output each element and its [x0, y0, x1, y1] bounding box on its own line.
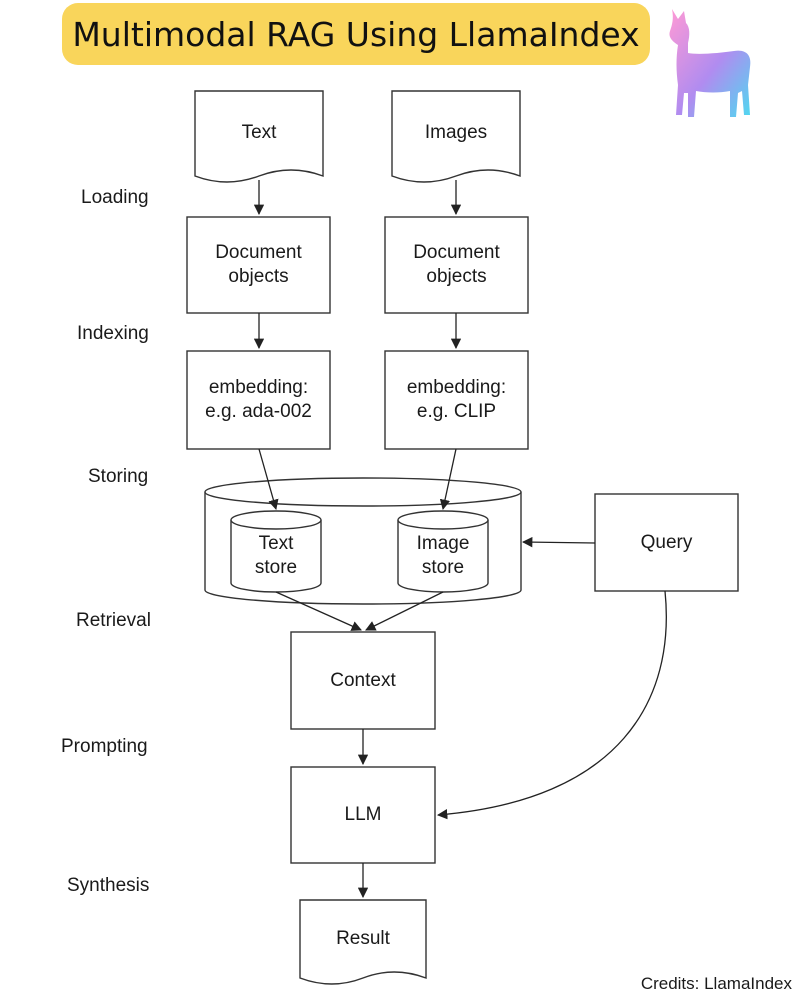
text-store-line2: store — [254, 557, 298, 578]
edge-imagestore-to-context — [365, 591, 444, 631]
image-store-cylinder-top — [397, 510, 489, 530]
doc-left-line2: objects — [228, 266, 289, 287]
text-store-label: Text store — [231, 530, 321, 582]
embedding-right-label: embedding: e.g. CLIP — [385, 351, 528, 449]
images-document-shape — [391, 90, 521, 183]
images-node-label: Images — [392, 100, 520, 166]
query-box — [594, 493, 739, 592]
image-store-line1: Image — [416, 533, 470, 554]
edge-query-to-llm — [436, 590, 667, 820]
embedding-left-box — [186, 350, 331, 450]
query-label: Query — [640, 531, 693, 553]
stage-storing: Storing — [88, 466, 149, 487]
result-label: Result — [336, 928, 390, 949]
image-store-line2: store — [421, 557, 465, 578]
stage-prompting: Prompting — [61, 736, 148, 757]
emb-right-line2: e.g. CLIP — [416, 401, 497, 422]
image-store-label: Image store — [398, 530, 488, 582]
doc-right-line1: Document — [413, 242, 500, 263]
stage-retrieval: Retrieval — [76, 610, 151, 631]
doc-objects-left-label: Document objects — [187, 217, 330, 313]
doc-right-line2: objects — [426, 266, 487, 287]
llama-icon — [669, 9, 751, 117]
stage-indexing: Indexing — [77, 323, 149, 344]
context-box — [290, 631, 436, 730]
text-document-shape — [194, 90, 324, 183]
edge-emb-to-textstore — [258, 448, 279, 511]
text-node-label: Text — [195, 100, 323, 166]
text-store-cylinder-top — [230, 510, 322, 530]
emb-left-line2: e.g. ada-002 — [205, 401, 312, 422]
text-node-text: Text — [241, 122, 277, 143]
context-label: Context — [330, 669, 396, 691]
llm-box — [290, 766, 436, 864]
stage-synthesis: Synthesis — [67, 875, 150, 896]
doc-objects-right-box — [384, 216, 529, 314]
edge-emb-to-imagestore — [439, 448, 457, 511]
edge-query-to-store — [521, 536, 596, 548]
edge-textstore-to-context — [275, 591, 362, 631]
doc-objects-left-box — [186, 216, 331, 314]
doc-objects-right-label: Document objects — [385, 217, 528, 313]
text-store-line1: Text — [258, 533, 294, 554]
result-document-shape — [299, 899, 427, 985]
doc-left-line1: Document — [215, 242, 302, 263]
embedding-right-box — [384, 350, 529, 450]
stage-loading: Loading — [81, 187, 149, 208]
emb-right-line1: embedding: — [406, 377, 507, 398]
images-node-text: Images — [424, 122, 488, 143]
emb-left-line1: embedding: — [208, 377, 309, 398]
credits-text: Credits: LlamaIndex — [640, 974, 792, 993]
vector-store-cylinder-top — [204, 477, 522, 507]
embedding-left-label: embedding: e.g. ada-002 — [187, 351, 330, 449]
page-title: Multimodal RAG Using LlamaIndex — [62, 3, 650, 65]
llm-label: LLM — [344, 804, 382, 825]
